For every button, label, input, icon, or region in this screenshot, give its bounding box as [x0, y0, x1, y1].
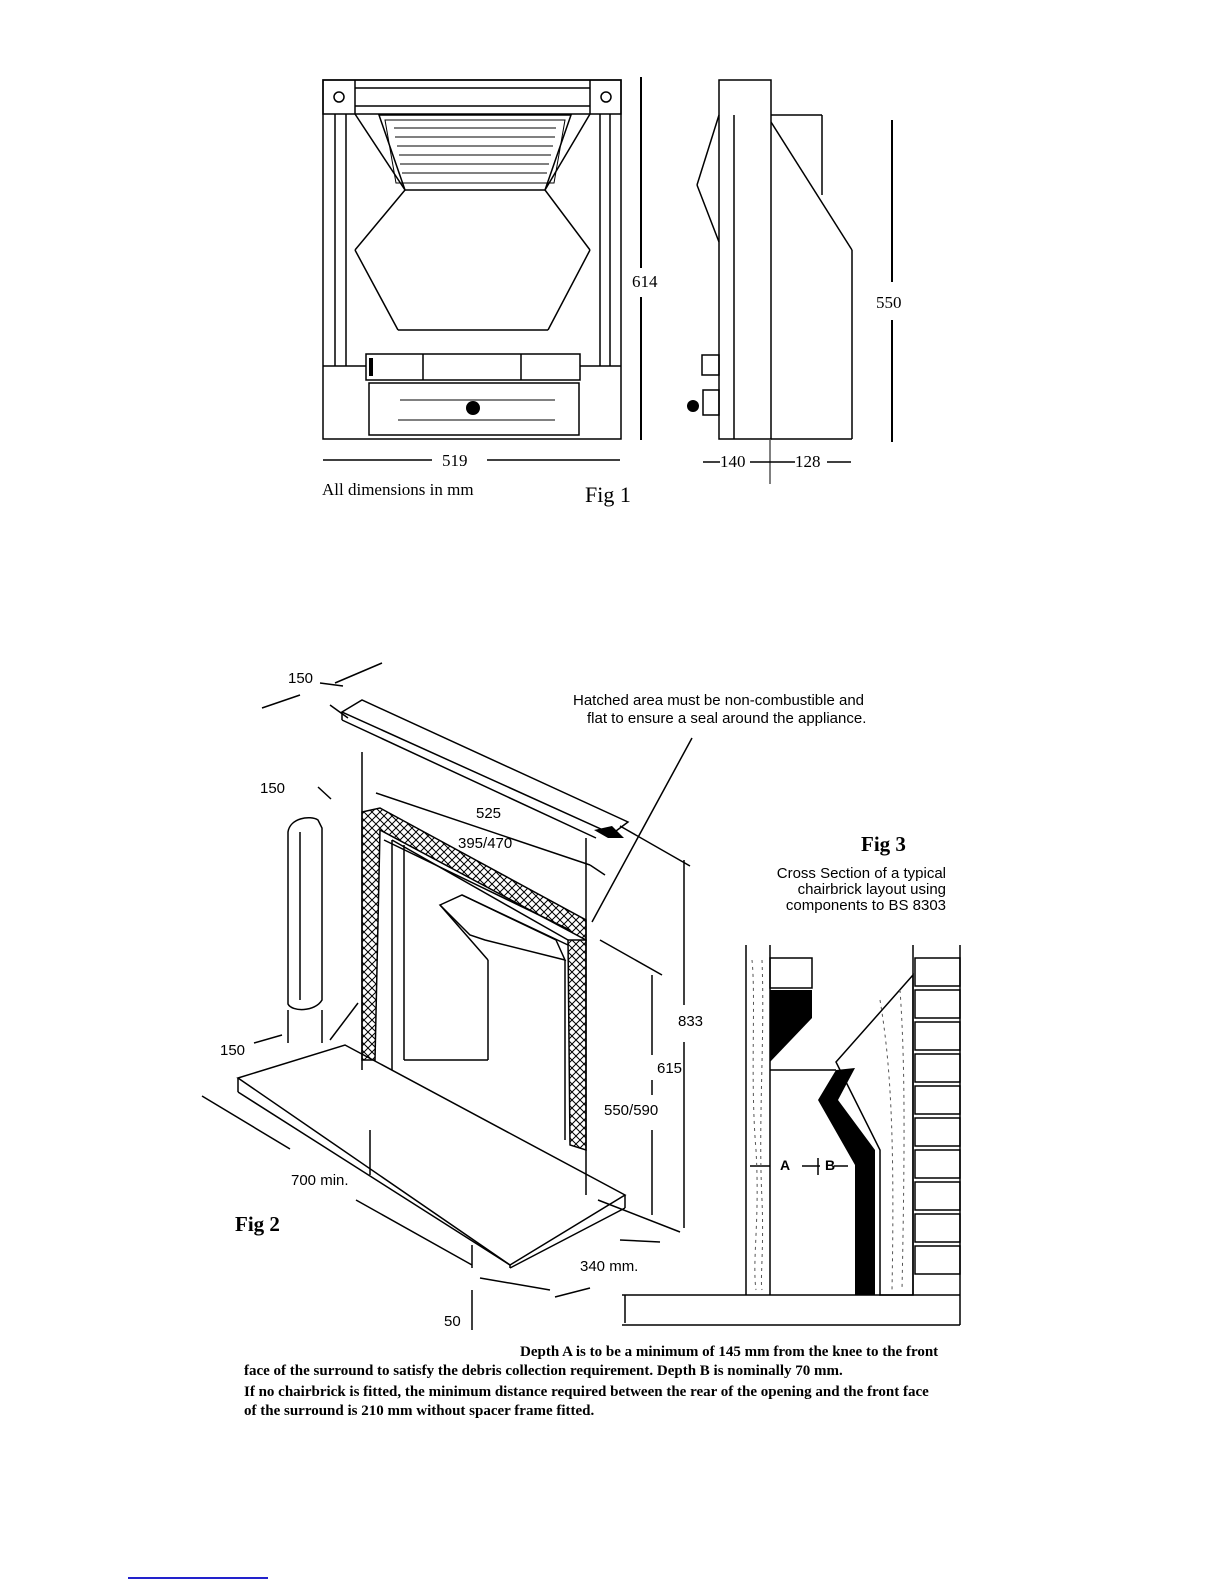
- fig1-label: Fig 1: [585, 482, 631, 507]
- fig3-caption-line2: chairbrick layout using: [797, 881, 946, 898]
- fig2-hatched-note-line1: Hatched area must be non-combustible and: [573, 692, 865, 709]
- fig3-label-a: A: [780, 1157, 791, 1173]
- fig3-caption: Cross Section of a typical chairbrick la…: [740, 866, 946, 914]
- fig2-hatched-note-line2: flat to ensure a seal around the applian…: [587, 710, 867, 727]
- footer-link-underline: [128, 1577, 268, 1579]
- fig2-side-leg-depth: 150: [260, 780, 286, 797]
- fig1-depth1-label: 140: [720, 452, 746, 471]
- note-line3: If no chairbrick is fitted, the minimum …: [244, 1384, 929, 1400]
- fig3-label-b: B: [825, 1157, 836, 1173]
- bottom-notes: Depth A is to be a minimum of 145 mm fro…: [244, 1343, 974, 1421]
- fig2-outer-width: 525: [476, 805, 502, 822]
- fig2-mid-height: 615: [657, 1060, 683, 1077]
- fig3-caption-line3: components to BS 8303: [785, 897, 946, 914]
- fig2-hearth-thickness: 50: [444, 1313, 461, 1330]
- fig2-opening-width: 395/470: [458, 835, 513, 852]
- fig2-hearth-depth: 150: [220, 1042, 246, 1059]
- fig2-hatched-note: Hatched area must be non-combustible and…: [573, 692, 866, 728]
- fig2-total-height: 833: [678, 1013, 704, 1030]
- fig1-height-label: 614: [632, 272, 658, 291]
- fig2-hearth-width: 700 min.: [291, 1172, 349, 1189]
- fig1-drawing: [322, 77, 893, 484]
- fig3-label: Fig 3: [861, 832, 906, 856]
- fig3-caption-line1: Cross Section of a typical: [776, 865, 946, 882]
- note-line2: face of the surround to satisfy the debr…: [244, 1363, 843, 1379]
- fig2-top-shelf-depth: 150: [288, 670, 314, 687]
- note-line4: of the surround is 210 mm without spacer…: [244, 1403, 595, 1419]
- fig2-opening-height: 550/590: [604, 1102, 659, 1119]
- fig2-label: Fig 2: [235, 1212, 280, 1236]
- fig1-depth2-label: 128: [795, 452, 821, 471]
- fig2-hearth-projection: 340 mm.: [580, 1258, 639, 1275]
- fig1-side-height-label: 550: [876, 293, 902, 312]
- fig1-width-label: 519: [442, 451, 468, 470]
- fig1-units-note: All dimensions in mm: [322, 480, 474, 499]
- note-line1: Depth A is to be a minimum of 145 mm fro…: [520, 1344, 939, 1360]
